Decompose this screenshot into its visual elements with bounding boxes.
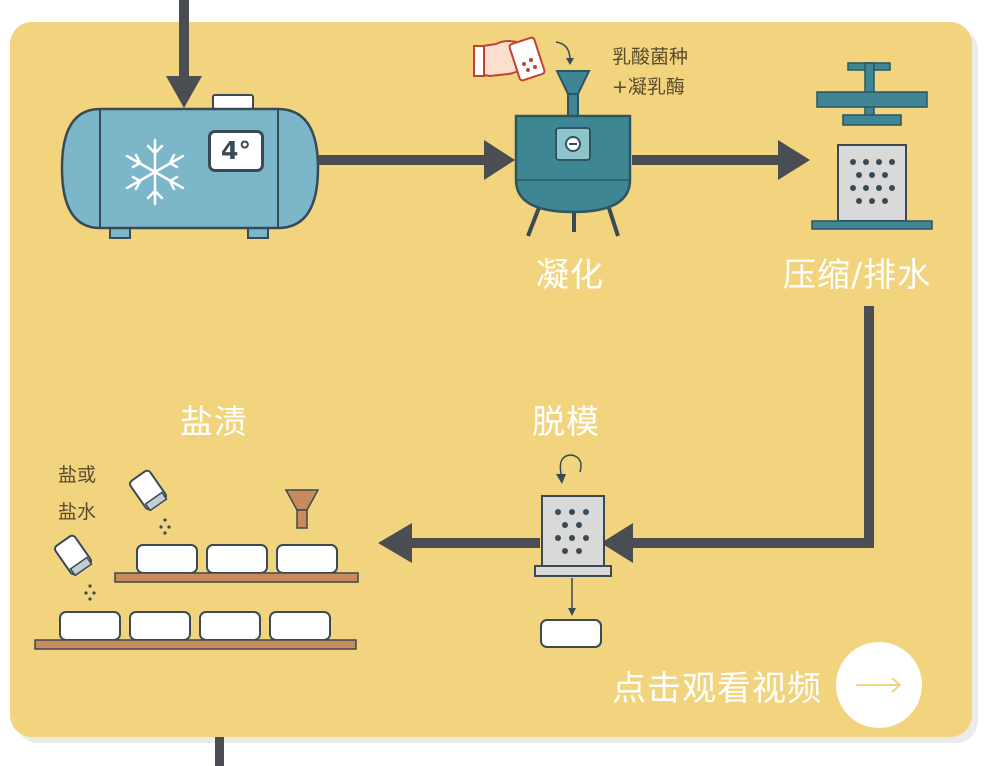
cold-storage-tank — [60, 94, 320, 239]
flow-arrow-4 — [378, 523, 540, 563]
coagulation-vat — [514, 70, 632, 237]
step-label-salting: 盐渍 — [180, 402, 248, 441]
funnel-icon — [555, 70, 591, 117]
step-label-press: 压缩/排水 — [783, 255, 932, 294]
salt-note-line2: 盐水 — [58, 501, 97, 523]
step-label-demold: 脱模 — [532, 402, 600, 441]
starter-note-line1: 乳酸菌种 — [612, 46, 689, 68]
salt-note-line1: 盐或 — [58, 464, 97, 486]
arrow-right-icon[interactable] — [836, 642, 922, 728]
flow-arrow-3 — [601, 306, 874, 563]
hand-packet-icon — [473, 36, 574, 82]
outflow-line — [215, 737, 224, 766]
funnel-icon — [284, 489, 320, 529]
flow-arrow-2 — [632, 140, 810, 180]
starter-note-line2: +凝乳酶 — [612, 76, 685, 98]
salting-shelves — [34, 469, 359, 650]
watch-video-label: 点击观看视频 — [612, 668, 822, 709]
watch-video-button[interactable]: 点击观看视频 — [612, 640, 922, 730]
salt-shaker-icon — [53, 534, 96, 601]
mold-icon — [534, 454, 612, 648]
snowflake-icon — [125, 138, 185, 206]
press-icon — [811, 62, 933, 230]
temperature-label: 4° — [208, 130, 264, 172]
inflow-arrow — [166, 0, 202, 108]
flow-arrow-1 — [318, 140, 515, 180]
salt-shaker-icon — [128, 469, 171, 535]
step-label-coagulation: 凝化 — [536, 255, 604, 294]
